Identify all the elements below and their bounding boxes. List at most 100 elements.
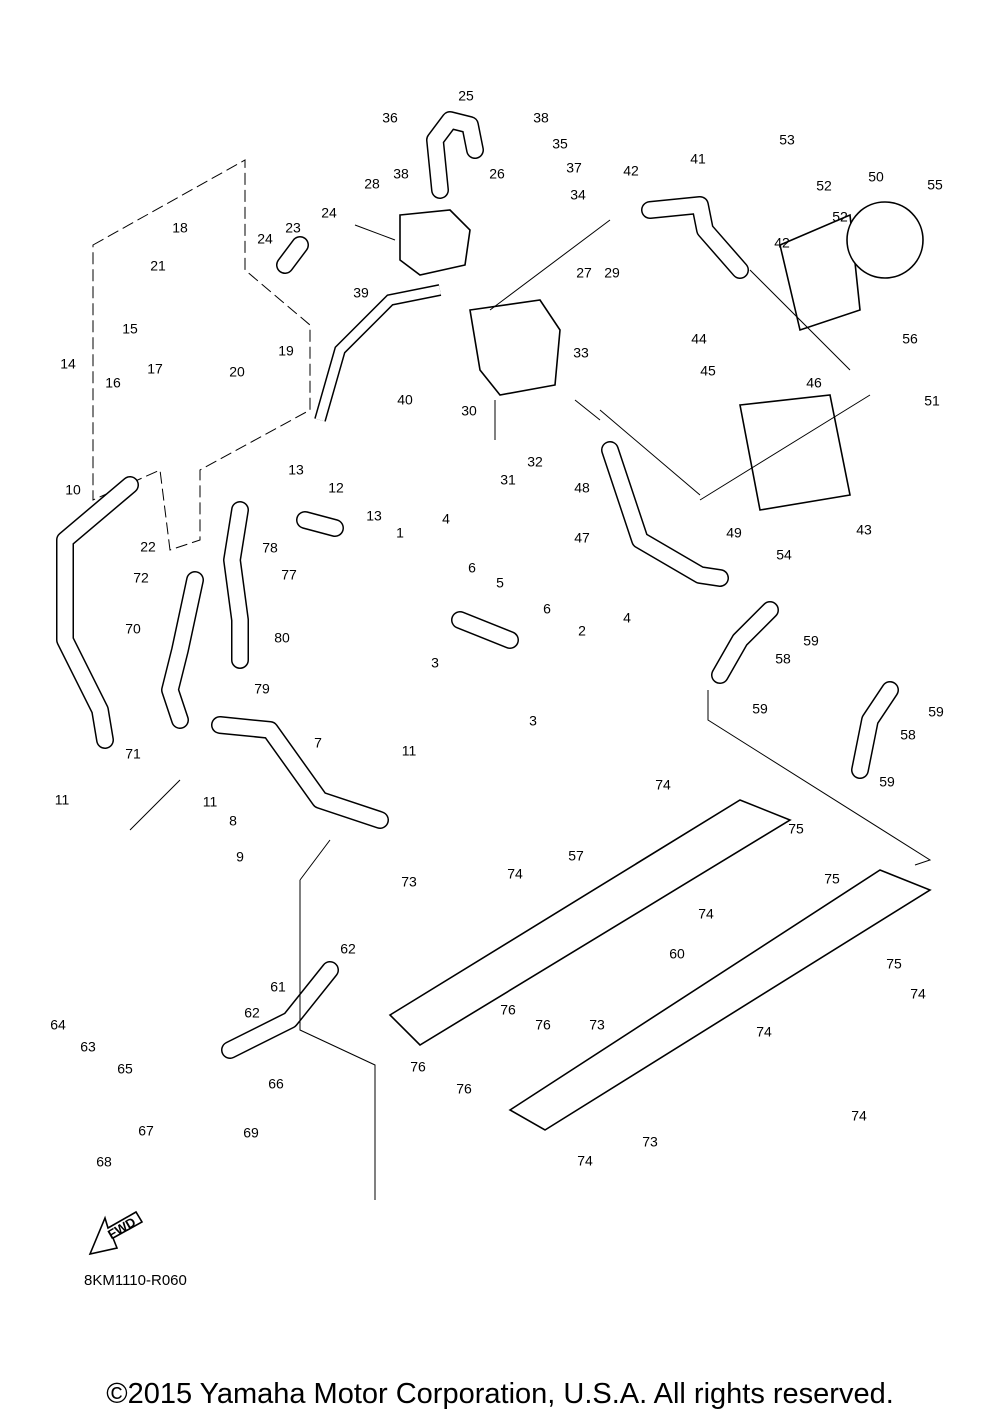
callout-18: 18	[172, 220, 188, 236]
callout-76: 76	[410, 1059, 426, 1075]
callout-60: 60	[669, 946, 685, 962]
callout-37: 37	[566, 160, 582, 176]
callout-17: 17	[147, 361, 163, 377]
callout-25: 25	[458, 88, 474, 104]
callout-64: 64	[50, 1017, 66, 1033]
callout-62: 62	[244, 1005, 260, 1021]
hose-39	[314, 284, 442, 422]
callout-3: 3	[529, 713, 537, 729]
callout-68: 68	[96, 1154, 112, 1170]
callout-30: 30	[461, 403, 477, 419]
callout-12: 12	[328, 480, 344, 496]
callout-75: 75	[824, 871, 840, 887]
callout-20: 20	[229, 364, 245, 380]
callout-43: 43	[856, 522, 872, 538]
callout-31: 31	[500, 472, 516, 488]
callout-13: 13	[366, 508, 382, 524]
callout-54: 54	[776, 547, 792, 563]
callout-80: 80	[274, 630, 290, 646]
callout-46: 46	[806, 375, 822, 391]
callout-21: 21	[150, 258, 166, 274]
callout-74: 74	[756, 1024, 772, 1040]
callout-45: 45	[700, 363, 716, 379]
reservoir-tank	[399, 209, 471, 276]
callout-52: 52	[832, 209, 848, 225]
rail-57	[388, 799, 792, 1047]
callout-74: 74	[507, 866, 523, 882]
callout-56: 56	[902, 331, 918, 347]
callout-34: 34	[570, 187, 586, 203]
callout-40: 40	[397, 392, 413, 408]
callout-28: 28	[364, 176, 380, 192]
callout-33: 33	[573, 345, 589, 361]
leader-lines	[129, 219, 932, 1200]
callout-11: 11	[402, 743, 417, 759]
callout-1: 1	[396, 525, 404, 541]
callout-16: 16	[105, 375, 121, 391]
callout-76: 76	[456, 1081, 472, 1097]
thermostat-group-box	[92, 159, 311, 551]
callout-47: 47	[574, 530, 590, 546]
callout-7: 7	[314, 735, 322, 751]
hose-36	[426, 111, 484, 199]
hose-58b	[851, 681, 899, 779]
callout-41: 41	[690, 151, 706, 167]
callout-74: 74	[577, 1153, 593, 1169]
callout-42: 42	[623, 163, 639, 179]
callout-72: 72	[133, 570, 149, 586]
callout-61: 61	[270, 979, 286, 995]
callout-57: 57	[568, 848, 584, 864]
callout-65: 65	[117, 1061, 133, 1077]
copyright-notice: ©2015 Yamaha Motor Corporation, U.S.A. A…	[106, 1378, 894, 1410]
callout-75: 75	[886, 956, 902, 972]
radiator	[739, 394, 851, 511]
callout-27: 27	[576, 265, 592, 281]
overflow-tank	[469, 299, 561, 396]
callout-73: 73	[401, 874, 417, 890]
callout-5: 5	[496, 575, 504, 591]
hose-41	[641, 196, 749, 279]
hose-47	[601, 441, 729, 587]
callout-9: 9	[236, 849, 244, 865]
fan	[846, 201, 924, 279]
fan-shroud	[779, 213, 861, 332]
callout-23: 23	[285, 220, 301, 236]
callout-59: 59	[752, 701, 768, 717]
callout-62: 62	[340, 941, 356, 957]
callout-76: 76	[535, 1017, 551, 1033]
callout-77: 77	[281, 567, 297, 583]
callout-67: 67	[138, 1123, 154, 1139]
callout-6: 6	[543, 601, 551, 617]
callout-38: 38	[533, 110, 549, 126]
callout-49: 49	[726, 525, 742, 541]
rail-60	[508, 869, 932, 1131]
callout-24: 24	[257, 231, 273, 247]
hose-70	[161, 571, 204, 729]
callout-75: 75	[788, 821, 804, 837]
callout-71: 71	[125, 746, 141, 762]
callout-44: 44	[691, 331, 707, 347]
hose-10	[56, 476, 139, 749]
callout-66: 66	[268, 1076, 284, 1092]
hose-12	[296, 511, 344, 537]
callout-13: 13	[288, 462, 304, 478]
callout-15: 15	[122, 321, 138, 337]
callout-3: 3	[431, 655, 439, 671]
callout-4: 4	[623, 610, 631, 626]
callout-36: 36	[382, 110, 398, 126]
callout-53: 53	[779, 132, 795, 148]
callout-19: 19	[278, 343, 294, 359]
callout-42: 42	[774, 235, 790, 251]
callout-70: 70	[125, 621, 141, 637]
callout-74: 74	[851, 1108, 867, 1124]
callout-11: 11	[203, 794, 218, 810]
hose-7	[211, 716, 389, 829]
callout-58: 58	[775, 651, 791, 667]
callout-4: 4	[442, 511, 450, 527]
callout-51: 51	[924, 393, 940, 409]
callout-73: 73	[642, 1134, 658, 1150]
callout-59: 59	[928, 704, 944, 720]
